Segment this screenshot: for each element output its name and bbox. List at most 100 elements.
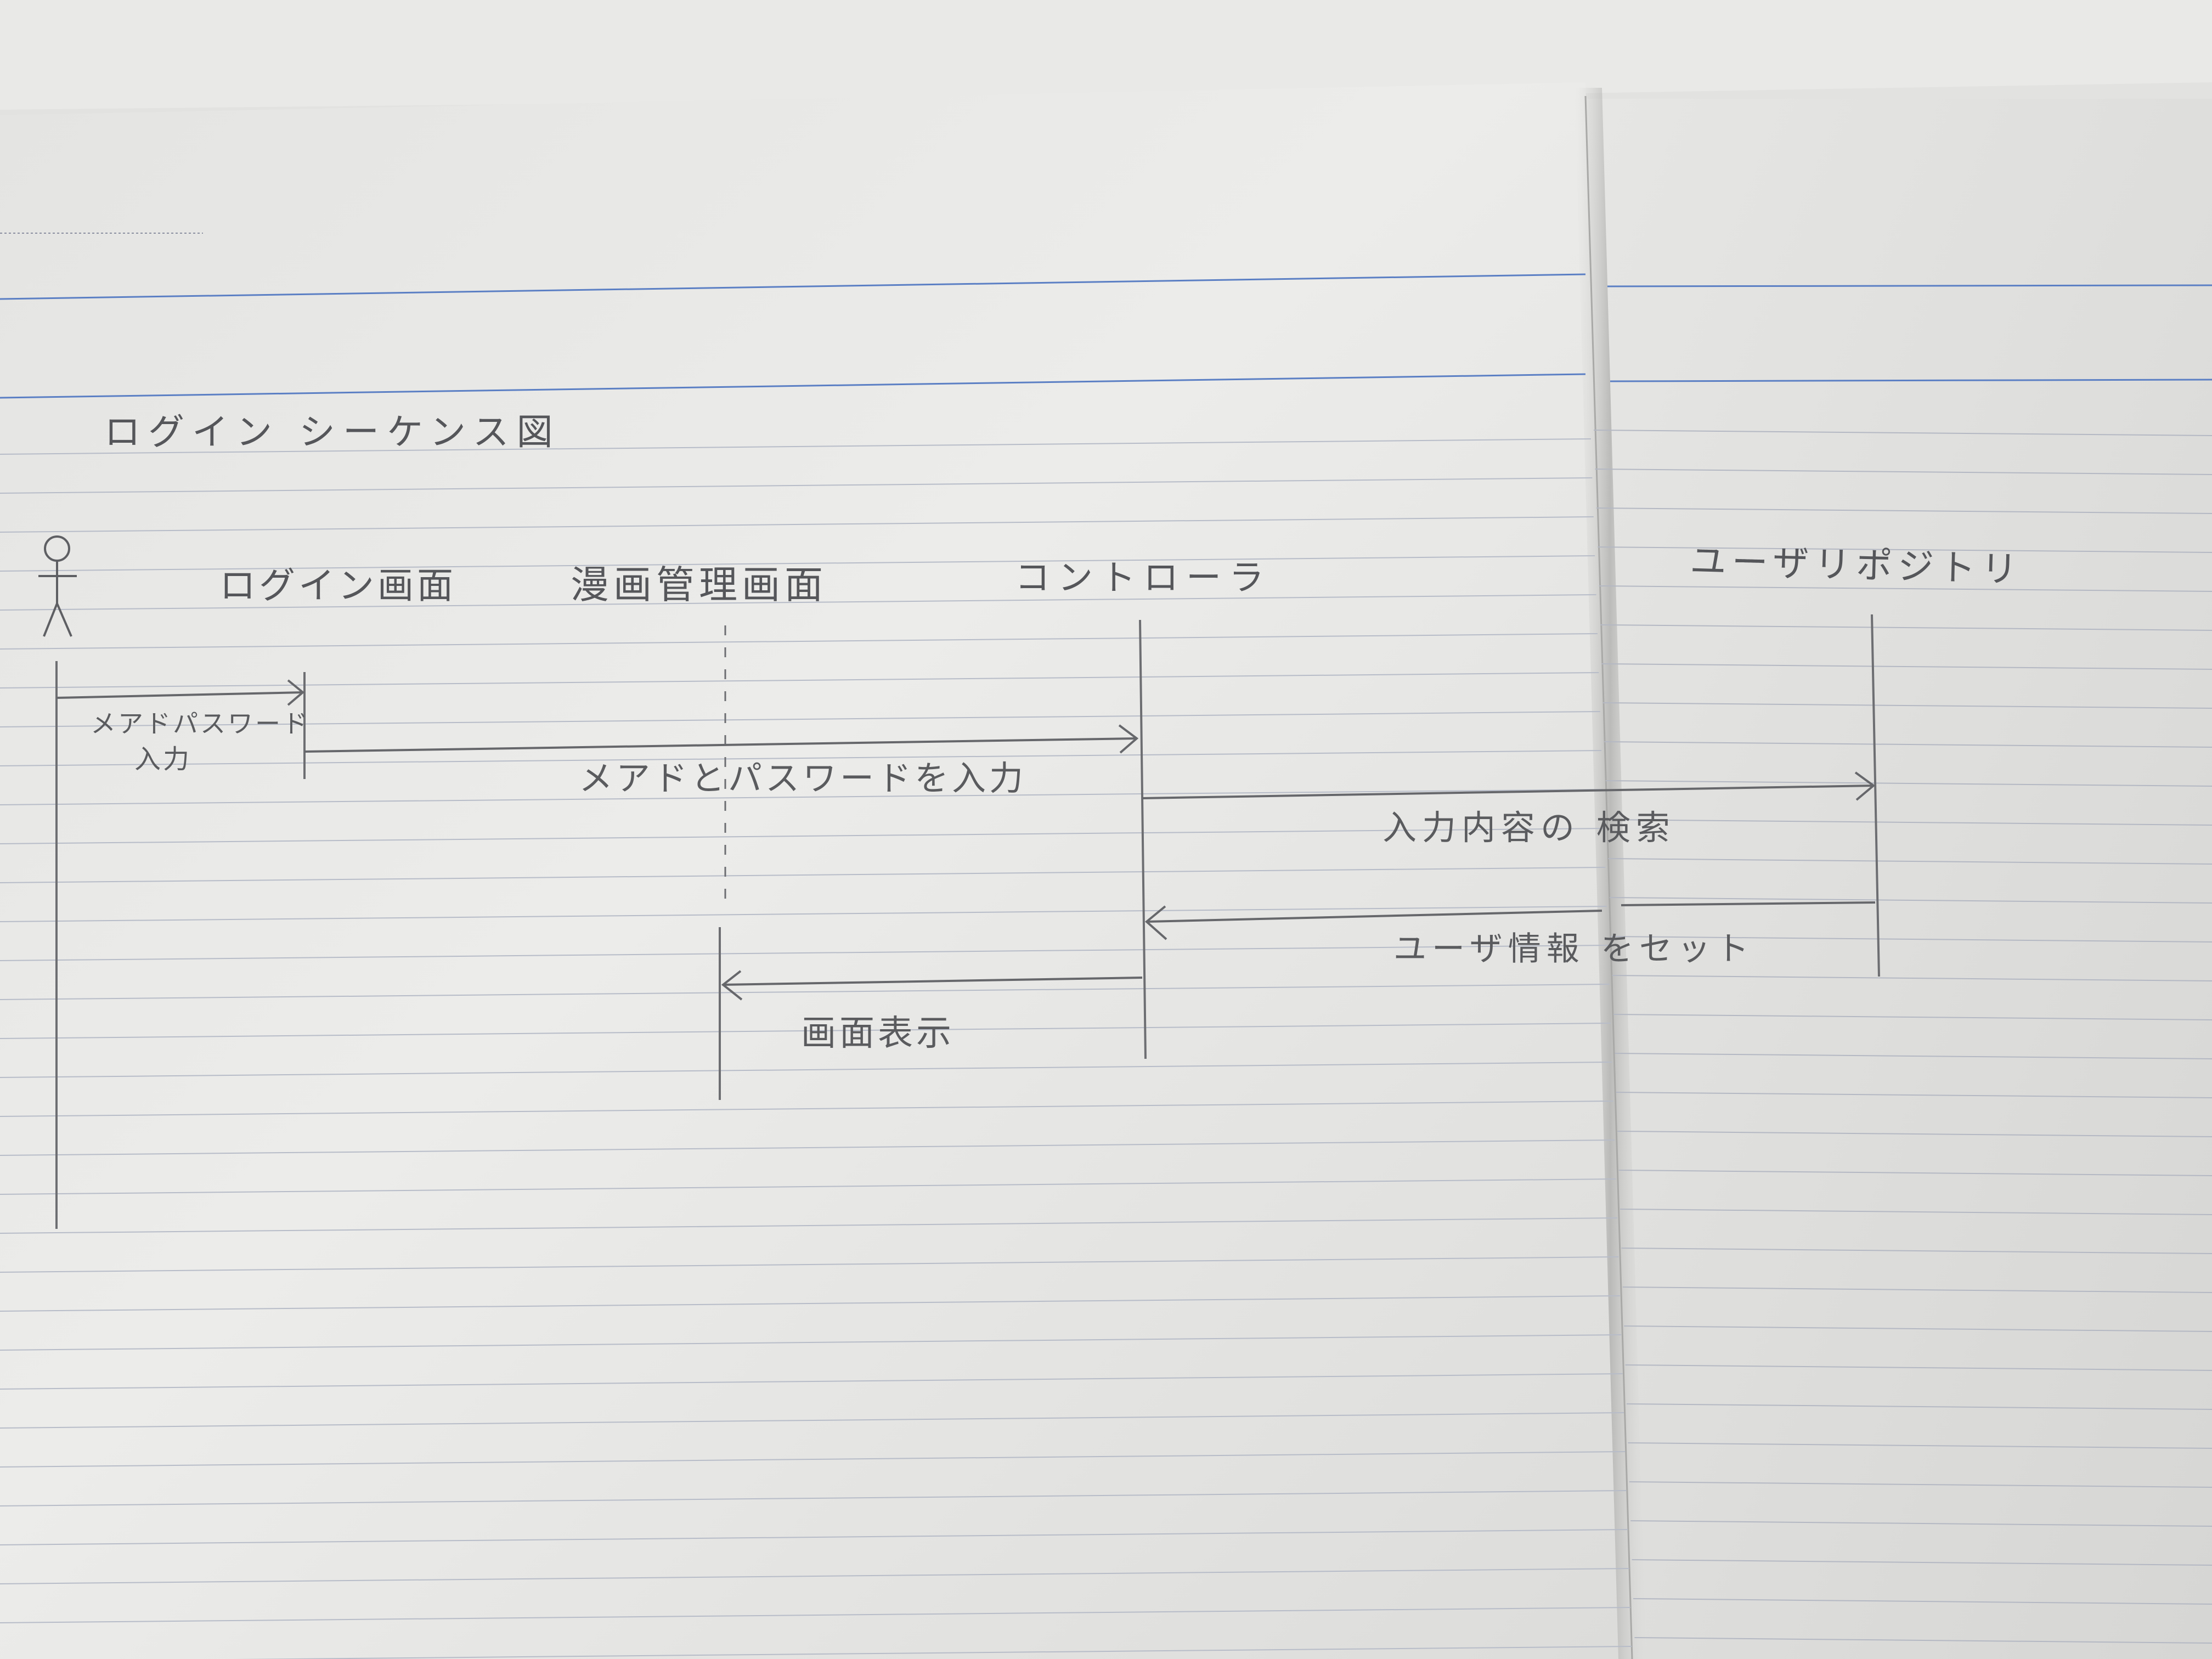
- message-label-5: 画面表示: [801, 1013, 955, 1054]
- ruled-line-right: [1613, 1014, 2212, 1020]
- ruled-lines: [0, 430, 2212, 1659]
- ruled-line-left: [0, 594, 1596, 611]
- left-page: [0, 82, 1632, 1659]
- ruled-line-right: [1602, 702, 2212, 709]
- page-fold: [1584, 95, 1633, 1659]
- ruled-line-right: [1599, 585, 2212, 592]
- ruled-line-left: [233, 1646, 1632, 1659]
- ruled-line-left: [0, 1529, 1628, 1545]
- ruled-line-right: [1612, 975, 2212, 981]
- message-label-2: メアドとパスワードを入力: [579, 758, 1026, 798]
- ruled-line-left: [0, 1568, 1629, 1584]
- right-page: [1585, 99, 2212, 1659]
- ruled-line-left: [0, 1490, 1627, 1506]
- ruled-line-left: [0, 945, 1609, 961]
- ruled-line-left: [0, 906, 1607, 922]
- ruled-line-right: [1615, 1053, 2212, 1059]
- ruled-line-left: [0, 750, 1602, 766]
- ruled-line-right: [1605, 780, 2212, 787]
- lifeline-user-repository: [1871, 614, 1880, 977]
- ruled-line-left: [0, 477, 1593, 494]
- arrow-controller-to-repository: [1142, 785, 1874, 799]
- header-rule-2: [0, 373, 1586, 399]
- ruled-line-right: [1601, 663, 2212, 670]
- arrow-repository-to-controller-b: [1146, 910, 1602, 923]
- ruled-line-left: [0, 1217, 1618, 1234]
- header-rule-1: [0, 273, 1586, 300]
- participant-manga-screen: 漫画管理画面: [571, 562, 827, 607]
- ruled-line-right: [1604, 741, 2212, 748]
- ruled-line-left: [0, 1101, 1613, 1117]
- message-arrows: [56, 679, 1876, 1001]
- ruled-line-left: [0, 1023, 1611, 1039]
- ruled-line-right: [1634, 1637, 2212, 1644]
- arrowhead-controller-to-repository: [1854, 771, 1876, 801]
- arrowhead-login-to-controller: [1118, 724, 1139, 754]
- ruled-line-right: [1600, 624, 2212, 631]
- ruled-line-right: [1632, 1559, 2212, 1566]
- ruled-line-right: [1617, 1131, 2212, 1137]
- ruled-line-left: [0, 1334, 1622, 1351]
- arrowhead-repository-to-controller: [1144, 905, 1167, 940]
- ruled-line-left: [0, 1139, 1615, 1156]
- ruled-line-right: [1595, 469, 2212, 475]
- ruled-line-right: [1609, 897, 2212, 904]
- ruled-line-left: [0, 867, 1606, 883]
- participant-controller: コントローラ: [1015, 558, 1272, 599]
- ruled-line-right: [1608, 858, 2212, 865]
- ruled-line-left: [0, 438, 1592, 455]
- ruled-line-right: [1629, 1481, 2212, 1488]
- ruled-line-right: [1633, 1598, 2212, 1605]
- arrow-login-to-controller: [304, 737, 1137, 753]
- ruled-line-right: [1628, 1442, 2212, 1449]
- header-rule-2-right: [1610, 379, 2212, 382]
- lifeline-controller: [1139, 619, 1147, 1059]
- ruled-line-right: [1611, 936, 2212, 943]
- ruled-line-right: [1621, 1248, 2212, 1254]
- ruled-line-left: [0, 711, 1600, 727]
- ruled-line-left: [0, 1062, 1612, 1078]
- ruled-line-left: [0, 633, 1598, 650]
- ruled-line-left: [0, 828, 1605, 844]
- message-label-4: ユーザ情報 をセット: [1393, 930, 1754, 968]
- arrowhead-controller-to-manga: [721, 970, 743, 1001]
- ruled-line-left: [0, 1412, 1624, 1429]
- message-label-3: 入力内容の 検索: [1383, 808, 1675, 848]
- message-label-1-line2: 入力: [134, 744, 191, 775]
- page-gutter: [1575, 88, 1646, 1659]
- ruled-line-right: [1598, 546, 2212, 553]
- ruled-line-right: [1596, 507, 2212, 514]
- participant-login-screen: ログイン画面: [219, 565, 456, 607]
- message-label-1-line1: メアドパスワード: [91, 709, 310, 738]
- ruled-line-right: [1624, 1325, 2212, 1332]
- ruled-line-left: [0, 1451, 1626, 1468]
- ruled-line-right: [1620, 1209, 2212, 1215]
- ruled-line-left: [0, 1256, 1619, 1273]
- ruled-line-left: [0, 516, 1594, 533]
- ruled-line-left: [0, 1295, 1620, 1312]
- ruled-line-right: [1618, 1170, 2212, 1176]
- top-page-edge: [0, 0, 2212, 110]
- participant-user-repository: ユーザリポジトリ: [1690, 540, 2023, 591]
- diagram-title: ログイン シーケンス図: [104, 411, 561, 453]
- ruled-line-right: [1630, 1520, 2212, 1527]
- header-rule-1-right: [1607, 284, 2212, 287]
- arrow-actor-to-login: [56, 691, 303, 699]
- arrowhead-actor-to-login: [287, 679, 305, 706]
- ruled-line-left: [0, 672, 1599, 689]
- ruled-line-right: [1622, 1286, 2212, 1293]
- lifelines: [55, 614, 1880, 1229]
- ruled-line-left: [0, 1373, 1623, 1390]
- ruled-line-left: [0, 1607, 1631, 1623]
- arrow-repository-to-controller-a: [1621, 901, 1876, 906]
- ruled-line-left: [0, 984, 1610, 1000]
- ruled-line-left: [0, 555, 1595, 572]
- ruled-line-right: [1593, 430, 2212, 436]
- ruled-line-left: [0, 789, 1603, 805]
- ruled-line-left: [0, 1178, 1616, 1195]
- ruled-line-right: [1616, 1092, 2212, 1098]
- ruled-line-right: [1626, 1403, 2212, 1410]
- arrow-controller-to-manga: [723, 977, 1143, 986]
